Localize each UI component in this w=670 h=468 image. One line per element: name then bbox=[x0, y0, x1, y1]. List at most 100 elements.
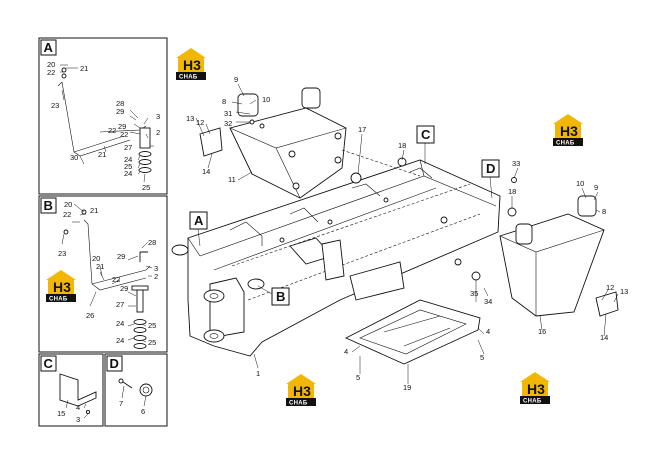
inset-b-washer-2 bbox=[133, 327, 147, 333]
bolt-33 bbox=[511, 177, 517, 183]
washer-35 bbox=[471, 271, 481, 281]
section-label-b: B bbox=[257, 285, 290, 306]
callout: 30 bbox=[70, 153, 78, 162]
callout: 19 bbox=[403, 383, 411, 392]
logo-watermark bbox=[520, 372, 550, 405]
callout: 17 bbox=[358, 125, 366, 134]
callout: 20 bbox=[64, 200, 72, 209]
callout: 3 bbox=[76, 415, 80, 424]
inset-a-washer-2 bbox=[138, 159, 152, 165]
callout: 5 bbox=[480, 353, 484, 362]
callout: 13 bbox=[620, 287, 628, 296]
callout: 10 bbox=[262, 95, 270, 104]
front-pin-a bbox=[171, 244, 189, 256]
inset-a-callouts: 20 21 22 23 30 21 22 28 29 3 2 29 22 27 … bbox=[47, 60, 160, 192]
pivot-hole-upper bbox=[203, 289, 225, 303]
callout: 20 bbox=[47, 60, 55, 69]
inset-b-washer-1 bbox=[133, 319, 147, 325]
callout: 4 bbox=[486, 327, 490, 336]
callout: 13 bbox=[186, 114, 194, 123]
inset-a-nut-2 bbox=[61, 73, 67, 79]
inset-b-plate bbox=[131, 285, 149, 291]
callout: 25 bbox=[148, 338, 156, 347]
inset-b-bolt bbox=[63, 229, 69, 235]
clip-bracket bbox=[199, 127, 223, 157]
inset-a-tag bbox=[40, 39, 57, 56]
callout: 22 bbox=[108, 126, 116, 135]
callout: 22 bbox=[63, 210, 71, 219]
callout: 6 bbox=[141, 407, 145, 416]
logo-watermark bbox=[176, 48, 206, 81]
callout: 21 bbox=[98, 150, 106, 159]
callout: 25 bbox=[124, 162, 132, 171]
callout: 12 bbox=[196, 118, 204, 127]
callout: 22 bbox=[120, 130, 128, 139]
frame-hole bbox=[440, 216, 448, 224]
callout: 4 bbox=[344, 347, 348, 356]
callout: 2 bbox=[156, 128, 160, 137]
callout: 3 bbox=[156, 112, 160, 121]
inset-b-shaft bbox=[136, 289, 144, 313]
callout: 22 bbox=[112, 275, 120, 284]
inset-b-rod bbox=[83, 219, 151, 291]
section-label-a: A bbox=[189, 211, 208, 247]
main-callouts: 9 8 10 31 32 13 12 14 11 17 18 33 18 10 … bbox=[186, 75, 628, 392]
washer-18 bbox=[507, 207, 517, 217]
front-pin-b bbox=[247, 278, 265, 290]
callout: 23 bbox=[51, 101, 59, 110]
skid-plate bbox=[344, 299, 481, 365]
callout: 26 bbox=[86, 311, 94, 320]
inset-a-cylinder bbox=[139, 127, 151, 149]
label-a: A bbox=[194, 213, 204, 228]
rubber-bumper bbox=[350, 172, 362, 184]
callout: 14 bbox=[202, 167, 210, 176]
callout: 2 bbox=[154, 272, 158, 281]
callout: 29 bbox=[117, 252, 125, 261]
callout: 10 bbox=[576, 179, 584, 188]
callout: 9 bbox=[594, 183, 598, 192]
label-d: D bbox=[486, 161, 495, 176]
inset-b-washer-3 bbox=[133, 335, 147, 341]
frame-body bbox=[187, 159, 501, 357]
inset-a-letter: A bbox=[44, 40, 54, 55]
right-lifting-eye bbox=[515, 223, 533, 245]
frame-hole-2 bbox=[454, 258, 462, 266]
label-c: C bbox=[421, 127, 431, 142]
callout: 8 bbox=[222, 97, 226, 106]
callout: 34 bbox=[484, 297, 492, 306]
label-b: B bbox=[276, 289, 285, 304]
callout: 24 bbox=[124, 169, 132, 178]
callout: 14 bbox=[600, 333, 608, 342]
inset-panel-a: A 20 21 22 23 30 21 22 28 29 3 2 29 22 2… bbox=[38, 37, 168, 195]
pivot-hole-lower bbox=[203, 329, 225, 343]
callout: 33 bbox=[512, 159, 520, 168]
callout: 23 bbox=[58, 249, 66, 258]
callout: 31 bbox=[224, 109, 232, 118]
inset-c-tag bbox=[40, 355, 57, 372]
inset-b-washer-4 bbox=[133, 343, 147, 349]
lifting-eye-left bbox=[237, 93, 259, 117]
center-gusset bbox=[321, 239, 345, 281]
callout: 1 bbox=[256, 369, 260, 378]
callout: 9 bbox=[234, 75, 238, 84]
inset-c-bracket bbox=[59, 373, 97, 407]
callout: 16 bbox=[538, 327, 546, 336]
inset-d-tag bbox=[106, 355, 123, 372]
callout: 28 bbox=[148, 238, 156, 247]
callout: 27 bbox=[116, 300, 124, 309]
inset-d-bumper bbox=[139, 383, 153, 397]
inset-c-bolt bbox=[85, 409, 91, 415]
logo-watermark bbox=[286, 374, 316, 407]
callout: 8 bbox=[602, 207, 606, 216]
callout: 32 bbox=[224, 119, 232, 128]
callout: 7 bbox=[119, 399, 123, 408]
inset-c-letter: C bbox=[44, 356, 54, 371]
inset-d-bolt-head bbox=[118, 378, 124, 384]
inset-b-pin bbox=[139, 251, 148, 262]
callout: 15 bbox=[57, 409, 65, 418]
right-top-eye bbox=[577, 195, 597, 217]
callout: 4 bbox=[76, 403, 80, 412]
counterweight-left bbox=[229, 107, 347, 199]
front-pivot-bracket bbox=[209, 277, 245, 339]
